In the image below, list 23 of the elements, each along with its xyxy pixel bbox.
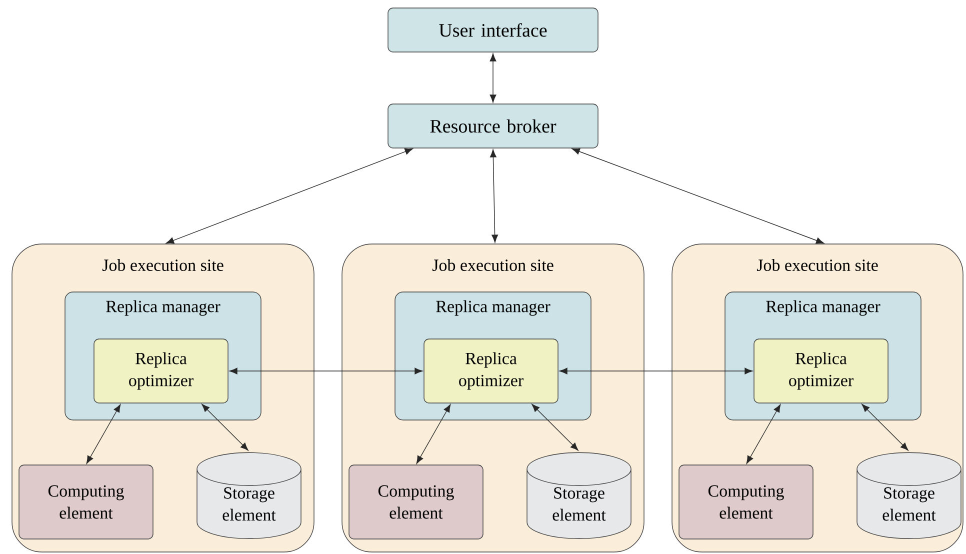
arrow (572, 148, 824, 244)
arrow (202, 404, 248, 451)
optimizer-box: Replica optimizer (424, 338, 558, 404)
arrow (862, 404, 908, 451)
arrow (229, 368, 423, 374)
arrow (490, 149, 498, 243)
arrow (416, 404, 451, 464)
optimizer-box: Replica optimizer (94, 338, 228, 404)
storage-cylinder: Storage element (526, 452, 632, 539)
process-box: Resource broker (388, 104, 598, 148)
arrow (86, 404, 121, 464)
arrow (559, 368, 753, 374)
computing-box: Computing element (18, 464, 154, 540)
optimizer-box: Replica optimizer (754, 338, 888, 404)
arrow (746, 404, 781, 464)
process-box: User interface (388, 8, 598, 52)
computing-box: Computing element (678, 464, 814, 540)
storage-cylinder: Storage element (856, 452, 962, 539)
computing-box: Computing element (348, 464, 484, 540)
storage-cylinder: Storage element (196, 452, 302, 539)
arrow (532, 404, 578, 451)
arrow (166, 148, 413, 244)
arrow (490, 53, 496, 103)
